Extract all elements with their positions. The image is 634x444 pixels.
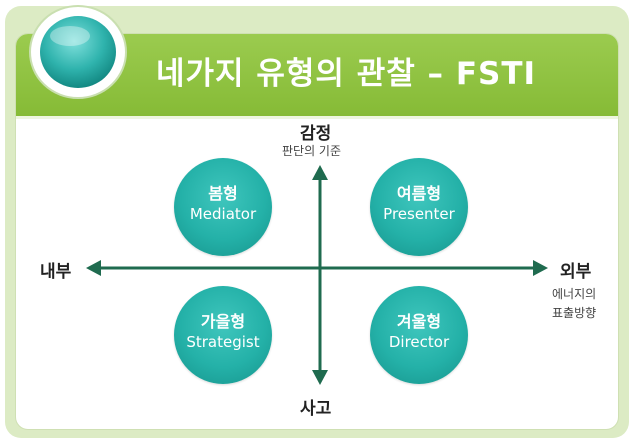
quadrant-spring: 봄형 Mediator: [174, 158, 272, 256]
quadrant-autumn: 가을형 Strategist: [174, 286, 272, 384]
quadrant-summer: 여름형 Presenter: [370, 158, 468, 256]
quadrant-spring-label: 봄형: [208, 184, 238, 203]
axis-right-label: 외부: [560, 262, 592, 282]
page-title: 네가지 유형의 관찰 – FSTI: [156, 56, 537, 92]
diagram-card: 네가지 유형의 관찰 – FSTI: [16, 34, 618, 429]
quadrant-winter-label: 겨울형: [396, 312, 442, 331]
globe-badge-icon: [24, 2, 132, 102]
axis-top-label: 감정: [300, 124, 332, 144]
axis-right-sublabel-1: 에너지의: [552, 287, 597, 301]
axis-top-sublabel: 판단의 기준: [282, 144, 342, 158]
axis-right-sublabel-2: 표출방향: [552, 306, 597, 320]
quadrant-spring-type: Mediator: [189, 205, 257, 223]
quadrant-summer-type: Presenter: [383, 205, 455, 223]
quadrant-autumn-type: Strategist: [186, 333, 260, 351]
axis-bottom-label: 사고: [300, 399, 332, 419]
quadrant-winter: 겨울형 Director: [370, 286, 468, 384]
quadrant-autumn-label: 가을형: [200, 312, 246, 331]
axis-left-label: 내부: [40, 262, 72, 282]
quadrant-summer-label: 여름형: [396, 184, 442, 203]
quadrant-winter-type: Director: [388, 333, 450, 351]
